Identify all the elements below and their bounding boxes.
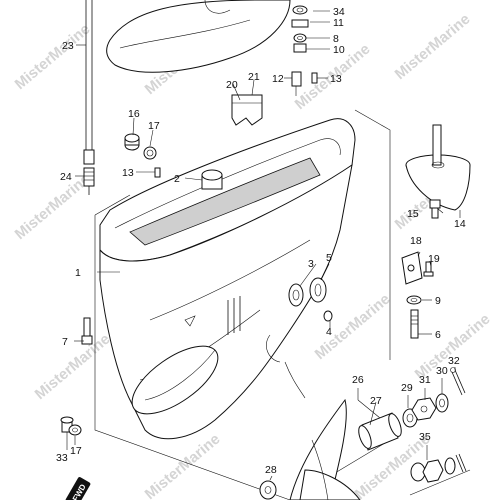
callout-14: 14	[454, 218, 466, 230]
callout-27: 27	[370, 395, 382, 407]
gear-case	[99, 118, 356, 440]
stud-6	[410, 309, 419, 339]
fwd-badge: FWD	[65, 477, 91, 500]
plug-12	[291, 71, 302, 96]
watermark: MisterMarine	[142, 431, 224, 500]
plug-16	[124, 133, 140, 151]
spacer-30	[435, 393, 449, 413]
washer-17-bottom	[68, 424, 82, 436]
callout-8: 8	[333, 33, 339, 45]
callout-29: 29	[401, 382, 413, 394]
bolt-7	[81, 317, 93, 345]
callout-11: 11	[333, 17, 344, 29]
watermark: MisterMarine	[392, 11, 474, 84]
callout-4: 4	[326, 326, 332, 338]
callout-7: 7	[62, 336, 68, 348]
washer-28	[259, 480, 277, 500]
callout-3: 3	[308, 258, 314, 270]
callout-24: 24	[60, 171, 72, 183]
cotter-pin-32	[450, 367, 466, 396]
callout-33: 33	[56, 452, 68, 464]
washer-9	[406, 295, 422, 305]
callout-31: 31	[419, 374, 431, 386]
kit-35	[409, 453, 471, 496]
propeller	[289, 398, 361, 500]
callout-15: 15	[407, 208, 419, 220]
callout-20: 20	[226, 79, 238, 91]
oring-4	[323, 310, 333, 322]
nut-10	[293, 43, 307, 53]
callout-labels: 23 34 11 8 10 12 13 20 21 16 17 13 2 24 …	[56, 6, 466, 476]
callout-6: 6	[435, 329, 441, 341]
callout-5: 5	[326, 252, 332, 264]
upper-plate	[106, 0, 291, 73]
callout-32: 32	[448, 355, 460, 367]
washer-17-top	[143, 146, 157, 160]
callout-17-bottom: 17	[70, 445, 82, 457]
callout-12: 12	[272, 73, 284, 85]
anode-14	[405, 124, 471, 211]
nut-11	[291, 19, 309, 28]
callout-26: 26	[352, 374, 364, 386]
callout-13-top: 13	[330, 73, 342, 85]
pin-13-top	[311, 72, 318, 84]
callout-19: 19	[428, 253, 440, 265]
bushing-5	[309, 277, 327, 303]
grease-fitting	[83, 167, 95, 195]
watermark: MisterMarine	[32, 331, 114, 404]
bolt-15	[429, 199, 441, 219]
pump-housing-2	[201, 169, 223, 190]
callout-35: 35	[419, 431, 431, 443]
callout-10: 10	[333, 44, 345, 56]
bracket-18	[401, 251, 423, 285]
watermark: MisterMarine	[12, 21, 94, 94]
clip-21	[231, 94, 263, 126]
callout-16: 16	[128, 108, 140, 120]
watermark: MisterMarine	[312, 291, 394, 364]
callout-21: 21	[248, 71, 260, 83]
callout-18: 18	[410, 235, 422, 247]
watermark: MisterMarine	[12, 171, 94, 244]
callout-13-left: 13	[122, 167, 134, 179]
pin-13-left	[154, 167, 161, 178]
callout-30: 30	[436, 365, 448, 377]
callout-1: 1	[75, 267, 81, 279]
washer-8	[293, 33, 307, 43]
callout-2: 2	[174, 173, 180, 185]
callout-23: 23	[62, 40, 74, 52]
callout-9: 9	[435, 295, 441, 307]
washer-34	[292, 5, 308, 15]
nut-31	[411, 397, 437, 421]
leader-lines	[66, 10, 461, 481]
seal-3	[288, 283, 304, 307]
callout-28: 28	[265, 464, 277, 476]
driveshaft	[83, 0, 95, 165]
callout-34: 34	[333, 6, 345, 18]
callout-17-top: 17	[148, 120, 160, 132]
water-intake	[227, 296, 241, 335]
